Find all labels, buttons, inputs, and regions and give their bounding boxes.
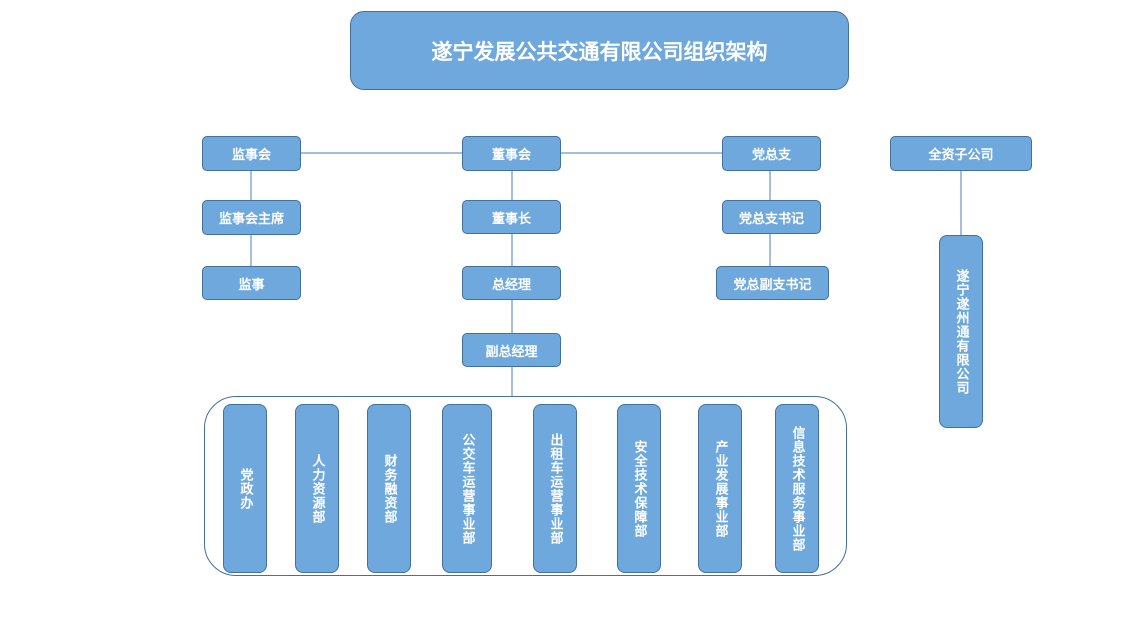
department-label: 党政办 (237, 467, 253, 510)
supervisory-chair: 监事会主席 (202, 200, 301, 235)
department-label: 信息技术服务事业部 (789, 425, 805, 552)
department-label: 财务融资部 (381, 453, 397, 524)
subsidiary-company-label: 遂宁遂州通有限公司 (953, 268, 969, 395)
department-human-resources: 人力资源部 (295, 404, 339, 573)
subsidiary-company: 遂宁遂州通有限公司 (939, 235, 983, 428)
department-safety-technology: 安全技术保障部 (617, 404, 661, 573)
board-of-directors: 董事会 (462, 136, 561, 171)
deputy-general-manager: 副总经理 (462, 333, 561, 367)
chart-title: 遂宁发展公共交通有限公司组织架构 (350, 11, 849, 90)
department-label: 公交车运营事业部 (459, 432, 475, 545)
subsidiary-header: 全资子公司 (890, 136, 1032, 171)
chairman: 董事长 (462, 200, 561, 234)
department-label: 出租车运营事业部 (547, 432, 563, 545)
departments-group (204, 396, 847, 576)
department-taxi-operations: 出租车运营事业部 (533, 404, 577, 573)
department-label: 安全技术保障部 (631, 439, 647, 538)
department-industry-development: 产业发展事业部 (698, 404, 742, 573)
department-finance: 财务融资部 (367, 404, 411, 573)
supervisor: 监事 (202, 266, 301, 300)
general-manager: 总经理 (462, 266, 561, 300)
supervisory-board: 监事会 (202, 136, 301, 171)
party-secretary: 党总支书记 (722, 200, 821, 234)
department-label: 产业发展事业部 (712, 439, 728, 538)
department-it-services: 信息技术服务事业部 (775, 404, 819, 573)
department-party-admin-office: 党政办 (223, 404, 267, 573)
department-label: 人力资源部 (309, 453, 325, 524)
party-branch: 党总支 (722, 136, 821, 171)
department-bus-operations: 公交车运营事业部 (442, 404, 492, 573)
party-deputy-secretary: 党总副支书记 (716, 266, 829, 300)
